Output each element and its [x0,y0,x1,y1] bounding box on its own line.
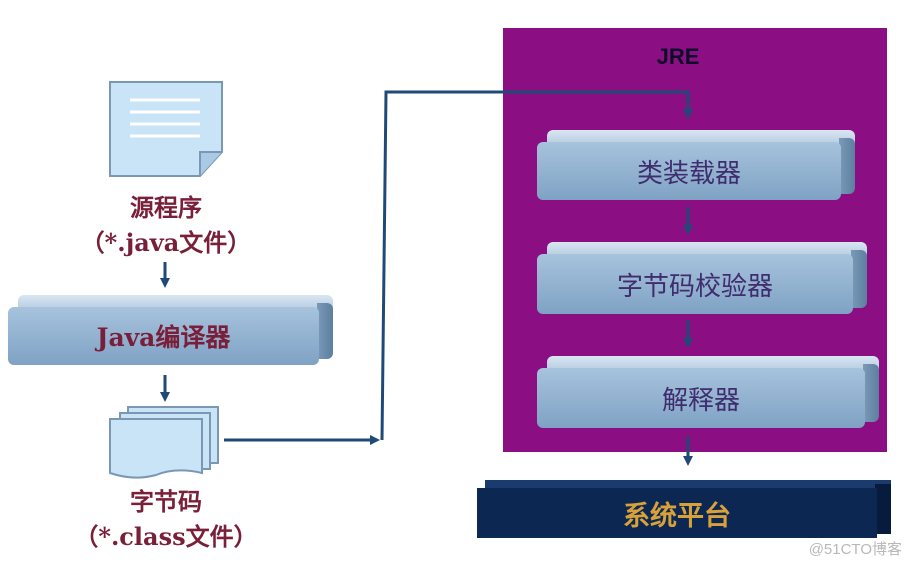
interpreter-box: 解释器 [537,356,879,428]
arrow-into-jre [380,90,693,441]
source-subtitle: （*.java文件） [80,228,252,257]
java-compiler-label: Java编译器 [96,323,231,352]
source-title: 源程序 [130,193,202,222]
system-platform-box: 系统平台 [477,480,891,538]
jre-title: JRE [656,44,700,69]
class-loader-box: 类装载器 [537,130,855,200]
bytecode-files-icon [109,406,219,479]
bytecode-verifier-label: 字节码校验器 [616,271,773,302]
source-file-icon [109,81,223,177]
bytecode-subtitle: （*.class文件） [74,522,258,551]
interpreter-label: 解释器 [661,385,740,416]
watermark: @51CTO博客 [808,541,902,558]
bytecode-title: 字节码 [130,487,202,516]
bytecode-verifier-box: 字节码校验器 [537,242,867,314]
java-compiler-box: Java编译器 [8,295,333,365]
system-platform-label: 系统平台 [623,500,731,532]
class-loader-label: 类装载器 [636,158,741,189]
